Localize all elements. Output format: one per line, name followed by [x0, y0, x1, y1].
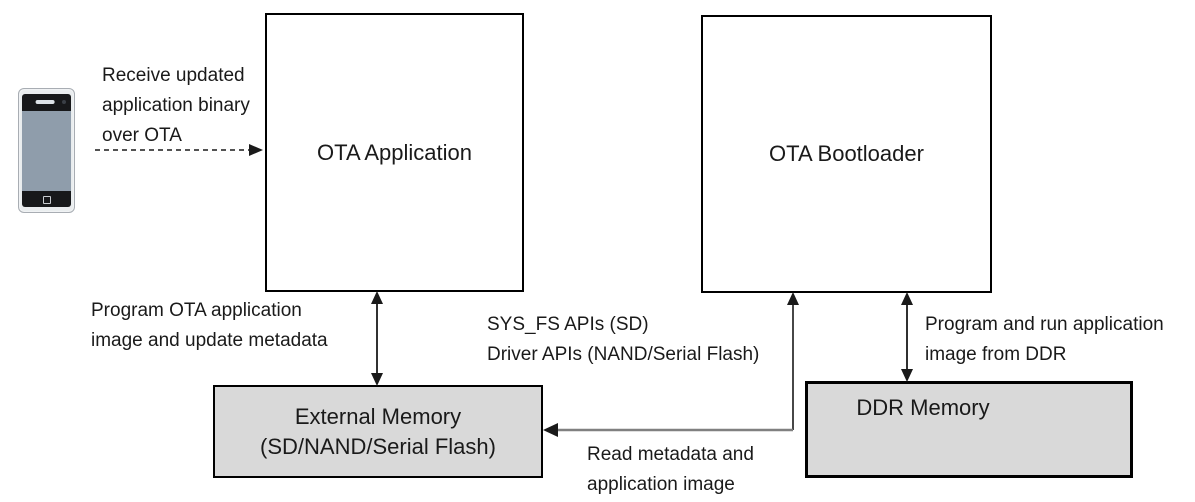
annotation-read-metadata: Read metadata and application image	[587, 440, 754, 500]
annotation-line: Driver APIs (NAND/Serial Flash)	[487, 344, 760, 365]
node-ota-application: OTA Application	[265, 13, 524, 292]
phone-top-bezel	[22, 94, 71, 111]
node-label: OTA Application	[317, 139, 472, 165]
phone-speaker	[35, 100, 55, 104]
annotation-line: application binary	[102, 95, 250, 116]
node-label-line: (SD/NAND/Serial Flash)	[260, 433, 496, 459]
node-label: OTA Bootloader	[769, 141, 924, 166]
node-ddr-memory: DDR Memory	[805, 381, 1133, 478]
phone-screen	[22, 111, 71, 191]
annotation-line: Program OTA application	[91, 300, 302, 321]
annotation-line: application image	[587, 474, 735, 495]
app-to-external-memory-arrow	[371, 291, 383, 386]
annotation-line: Program and run application	[925, 314, 1164, 335]
node-external-memory: External Memory (SD/NAND/Serial Flash)	[213, 385, 543, 478]
annotation-line: Receive updated	[102, 65, 245, 86]
phone-bottom-bezel	[22, 191, 71, 207]
annotation-line: Read metadata and	[587, 444, 754, 465]
phone-home-button	[42, 196, 51, 204]
node-label: DDR Memory	[856, 395, 990, 420]
node-label-line: External Memory	[294, 403, 462, 429]
smartphone-icon	[18, 88, 75, 213]
bootloader-to-ddr-arrow	[901, 292, 913, 382]
annotation-receive-ota: Receive updated application binary over …	[102, 61, 250, 151]
annotation-program-external: Program OTA application image and update…	[91, 296, 328, 356]
annotation-line: over OTA	[102, 125, 182, 146]
annotation-line: SYS_FS APIs (SD)	[487, 314, 649, 335]
annotation-program-ddr: Program and run application image from D…	[925, 310, 1164, 370]
annotation-apis: SYS_FS APIs (SD) Driver APIs (NAND/Seria…	[487, 310, 759, 370]
node-ota-bootloader: OTA Bootloader	[701, 15, 992, 293]
annotation-line: image and update metadata	[91, 330, 328, 351]
annotation-line: image from DDR	[925, 344, 1067, 365]
phone-camera-dot	[62, 100, 66, 104]
